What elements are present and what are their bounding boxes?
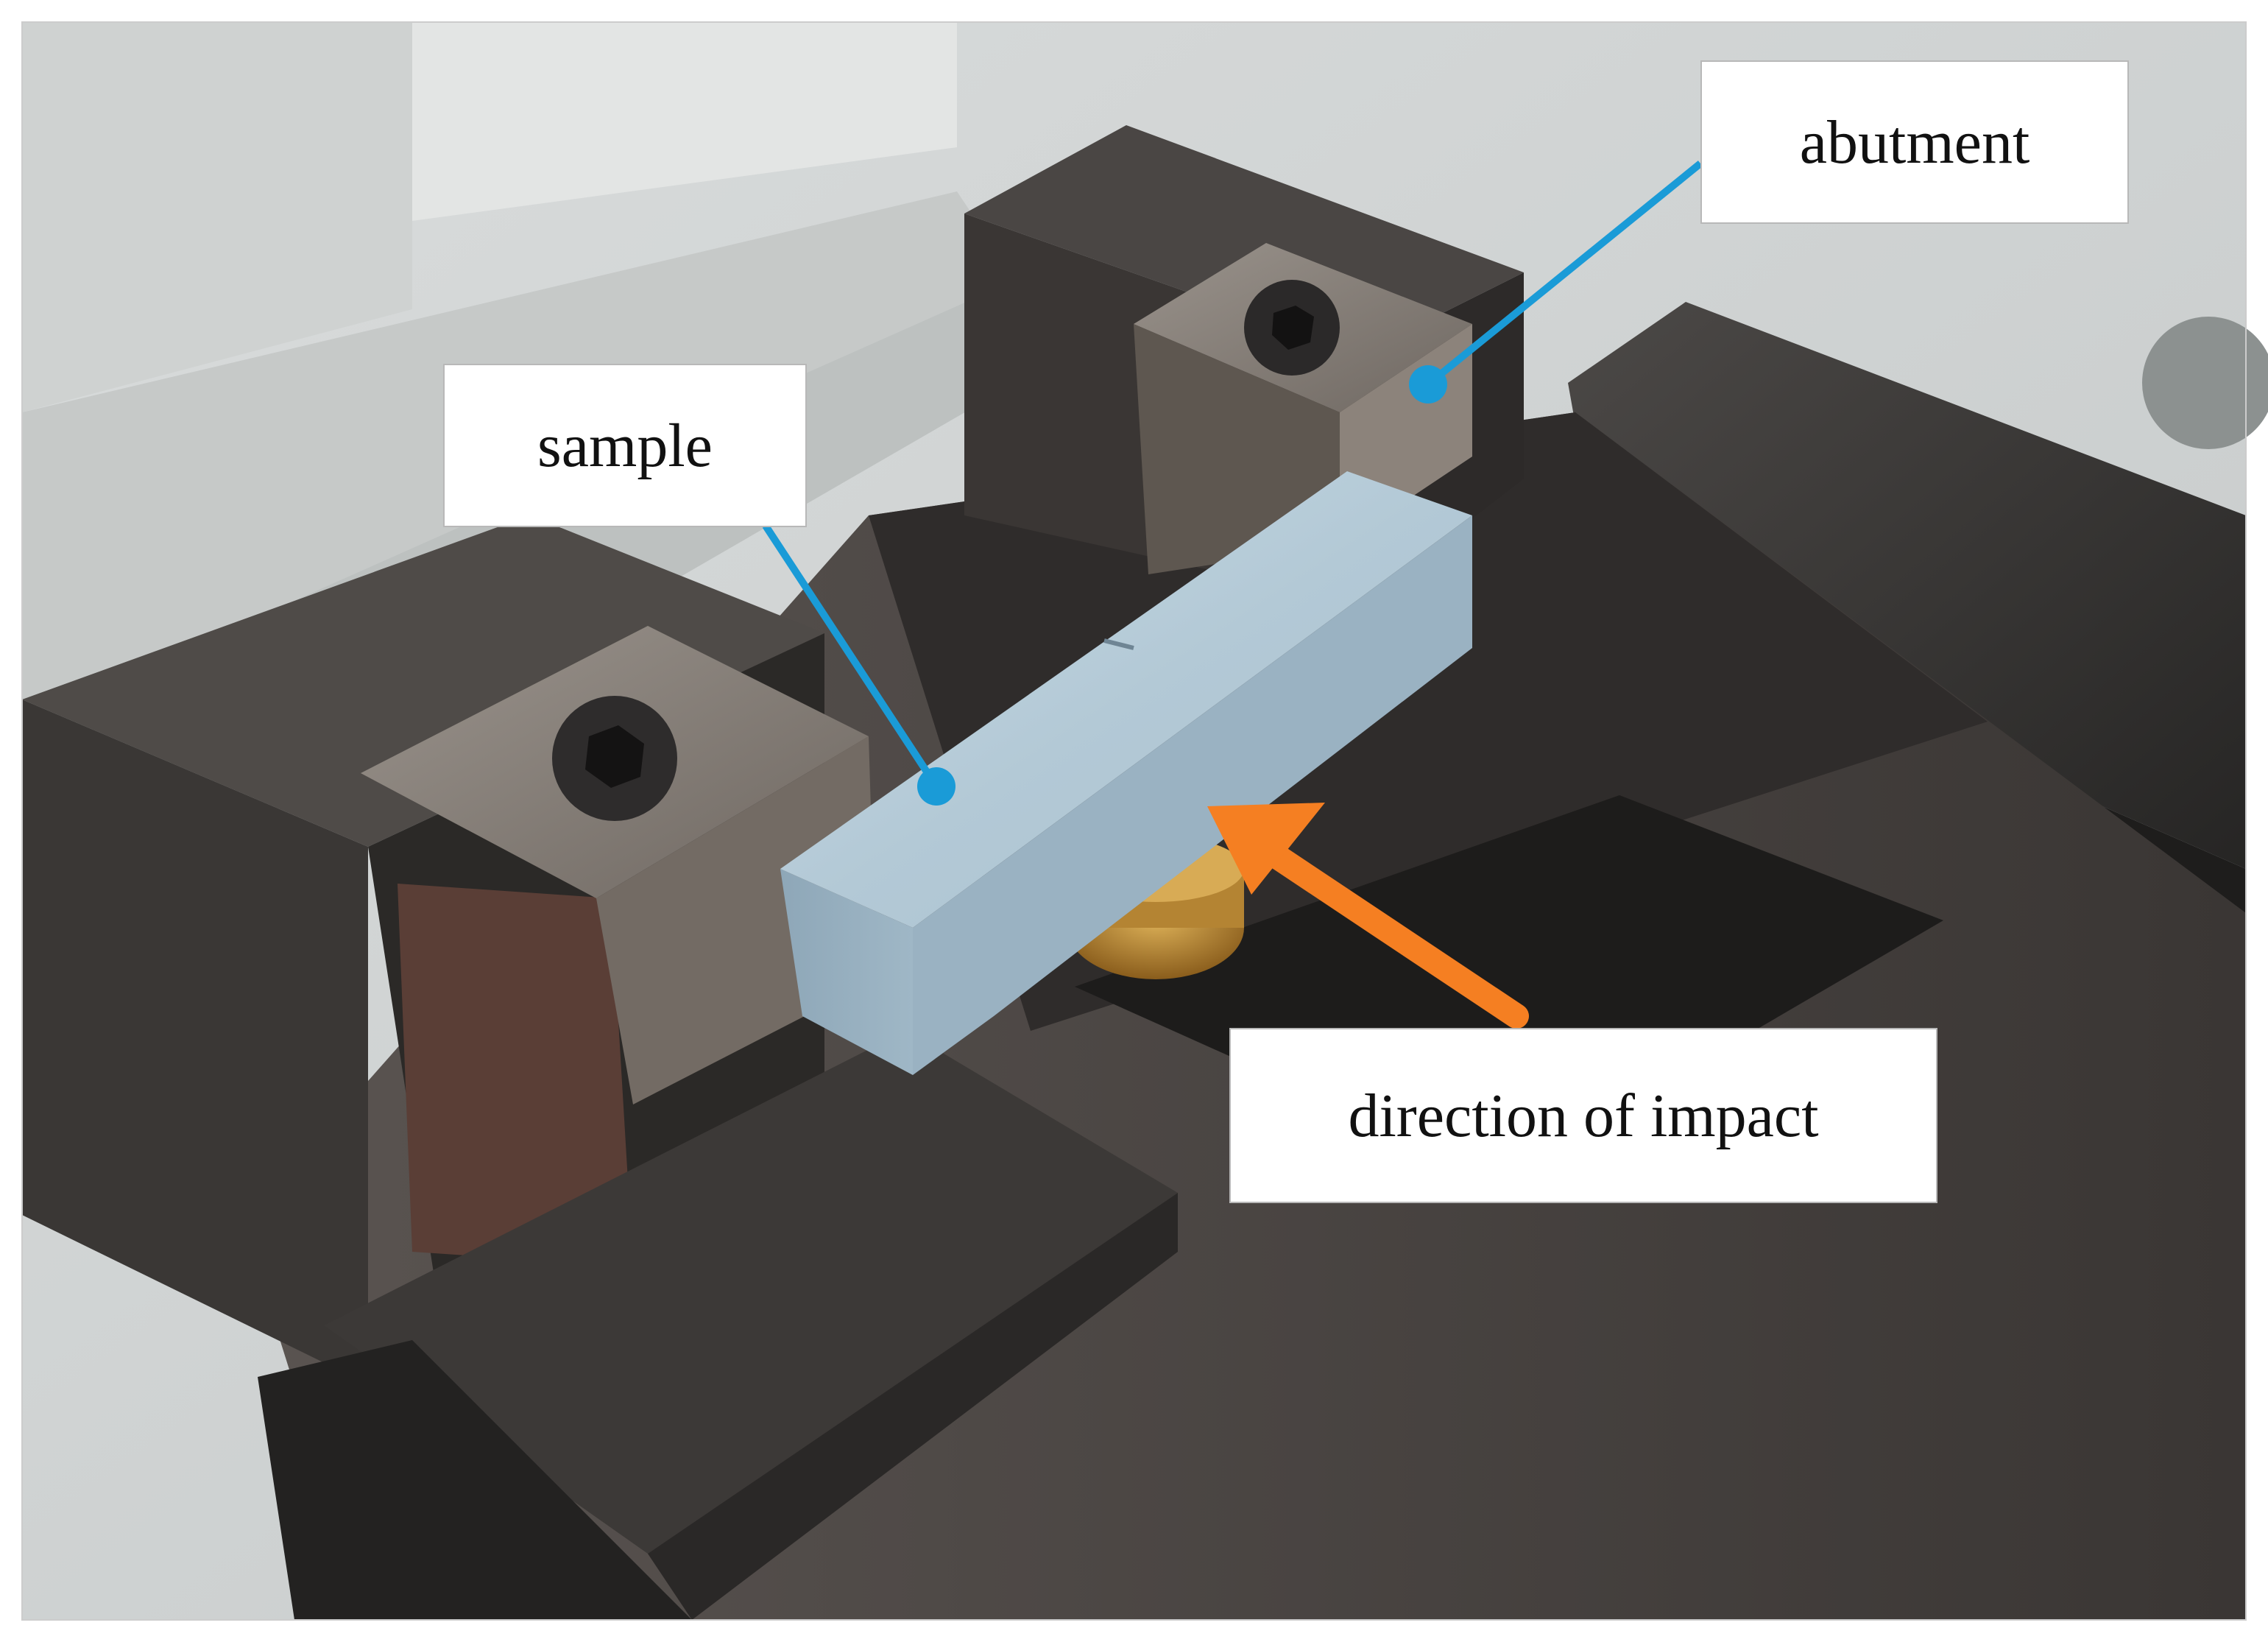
direction-of-impact-label: direction of impact [1229, 1028, 1937, 1203]
sample-label: sample [443, 364, 807, 527]
abutment-label: abutment [1700, 60, 2129, 224]
